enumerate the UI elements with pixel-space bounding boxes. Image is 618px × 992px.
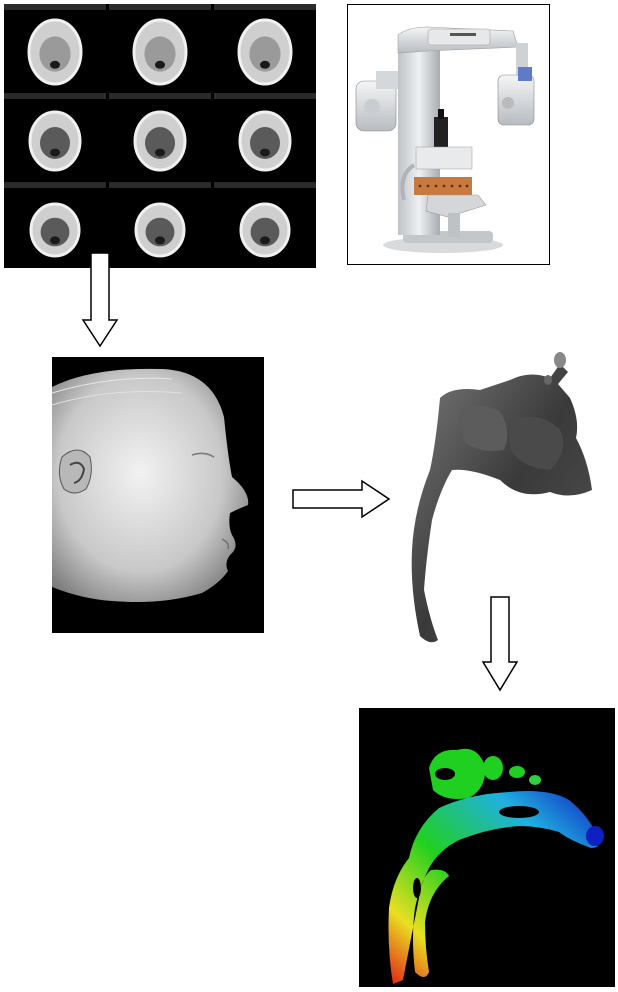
ct-slice-image bbox=[109, 99, 211, 179]
ct-slice-tile bbox=[109, 93, 211, 179]
ct-slice-grid bbox=[4, 4, 316, 268]
ct-slice-image bbox=[109, 188, 211, 268]
right-arrow-icon bbox=[292, 478, 392, 520]
ct-slice-image bbox=[4, 10, 106, 90]
ct-slice-image bbox=[109, 10, 211, 90]
ct-slice-tile bbox=[109, 4, 211, 90]
ct-slice-image bbox=[214, 99, 316, 179]
down-arrow-icon-2 bbox=[480, 596, 520, 692]
ct-slice-tile bbox=[214, 93, 316, 179]
ct-slice-tile bbox=[214, 182, 316, 268]
ct-slice-image bbox=[214, 188, 316, 268]
ct-slice-image bbox=[214, 10, 316, 90]
3d-face-surface-render bbox=[52, 357, 264, 633]
ct-slice-tile bbox=[4, 93, 106, 179]
down-arrow-icon bbox=[80, 252, 120, 348]
ct-slice-tile bbox=[4, 4, 106, 90]
airway-color-map bbox=[359, 708, 615, 987]
cbct-scanner-image bbox=[347, 4, 550, 265]
ct-slice-tile bbox=[109, 182, 211, 268]
cbct-scanner-illustration bbox=[348, 5, 548, 263]
ct-slice-image bbox=[4, 99, 106, 179]
ct-slice-tile bbox=[214, 4, 316, 90]
